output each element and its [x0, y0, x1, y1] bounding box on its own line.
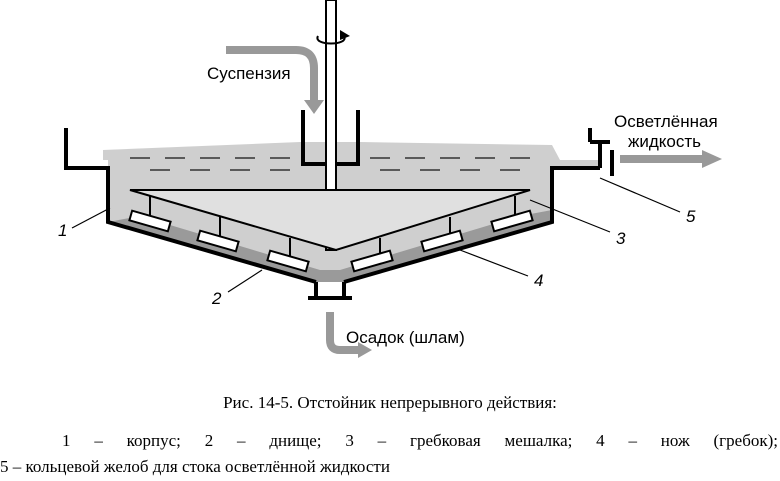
rake-blades: [128, 209, 534, 273]
legend-line-1: 1 – корпус; 2 – днище; 3 – гребковая меш…: [62, 431, 778, 450]
clarified-arrow: [620, 155, 704, 163]
annular-trough: [588, 128, 614, 176]
sludge-arrowhead: [358, 342, 372, 358]
number-3: 3: [616, 229, 626, 248]
figure-legend: 1 – корпус; 2 – днище; 3 – гребковая меш…: [0, 428, 780, 480]
number-1: 1: [58, 221, 67, 240]
label-clarified-2: жидкость: [628, 132, 701, 151]
number-2: 2: [211, 289, 222, 308]
agitator-shaft: [325, 0, 337, 251]
suspension-arrow: [226, 46, 318, 104]
leader-lines: [71, 177, 681, 293]
label-clarified-1: Осветлённая: [614, 112, 718, 131]
tank-body-right: [343, 166, 600, 284]
rake-agitator: [129, 189, 531, 252]
tank-body: [64, 128, 317, 284]
number-5: 5: [686, 207, 696, 226]
sludge-outlet: [308, 282, 352, 300]
rotation-arrowhead-icon: [340, 30, 350, 40]
clarified-arrowhead: [702, 150, 722, 168]
settler-diagram: Суспензия Осветлённая жидкость Осадок (ш…: [58, 0, 722, 358]
suspension-arrowhead: [304, 100, 324, 114]
label-suspension: Суспензия: [207, 64, 291, 83]
figure-caption: Рис. 14-5. Отстойник непрерывного действ…: [223, 393, 557, 412]
sludge-arrow: [326, 312, 360, 354]
label-sludge: Осадок (шлам): [346, 328, 465, 347]
legend-line-2: 5 – кольцевой желоб для стока осветлённо…: [0, 457, 390, 476]
liquid-surface-waves: [130, 157, 530, 171]
number-4: 4: [534, 271, 543, 290]
